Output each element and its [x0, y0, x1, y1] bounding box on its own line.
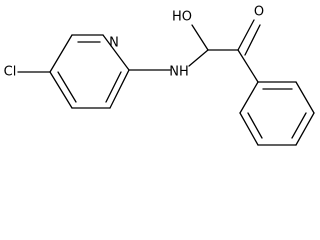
bond — [49, 71, 73, 109]
carbonyl-bond — [237, 19, 255, 51]
amine-nh-label: NH — [169, 65, 189, 80]
bond — [295, 81, 315, 114]
hydroxyl-label: HO — [172, 10, 192, 25]
double-bond — [105, 71, 122, 103]
double-bond — [57, 71, 77, 103]
phenyl-ring — [239, 81, 315, 146]
bond-carbonyl-phenyl — [237, 49, 259, 83]
carbonyl-bond — [244, 24, 261, 56]
double-bond — [291, 112, 307, 139]
bond — [49, 34, 73, 73]
bond — [295, 112, 315, 146]
bond-nh-ch — [188, 49, 209, 67]
bond — [109, 69, 130, 109]
bond-ch-oh — [191, 24, 209, 51]
ring-nitrogen-label: N — [109, 36, 119, 51]
pyridine-ring — [49, 34, 130, 109]
bond — [102, 34, 130, 71]
bond — [239, 112, 259, 146]
double-bond — [247, 112, 263, 139]
carbonyl-oxygen-label: O — [254, 5, 264, 20]
chlorine-label: Cl — [4, 65, 17, 80]
bond — [239, 81, 259, 114]
chemical-structure-diagram: Cl N NH HO O — [4, 5, 315, 146]
